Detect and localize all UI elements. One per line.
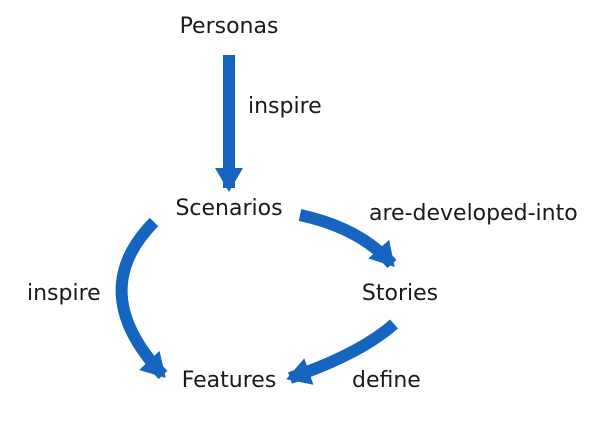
arrow-scenarios-to-stories [298, 209, 397, 269]
edge-label-scenarios-stories: are-developed-into [369, 201, 578, 226]
node-personas: Personas [179, 14, 279, 39]
node-features: Features [181, 368, 277, 393]
node-scenarios: Scenarios [175, 196, 283, 221]
arrow-stories-to-features [286, 319, 398, 385]
edge-label-stories-features: define [352, 368, 421, 393]
node-stories: Stories [361, 281, 439, 306]
edge-label-personas-scenarios: inspire [248, 94, 322, 119]
edge-label-scenarios-features: inspire [27, 281, 101, 306]
arrow-scenarios-to-features [115, 217, 168, 380]
